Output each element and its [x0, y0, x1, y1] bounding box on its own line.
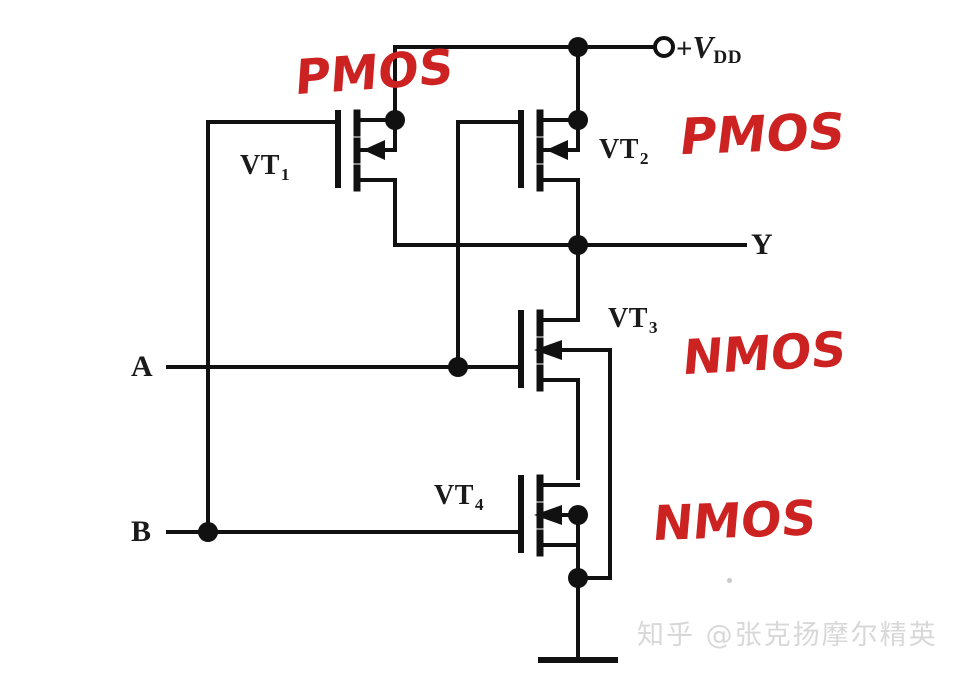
- junction-vt1-source: [385, 110, 405, 130]
- device-label-vt4: VT4: [434, 480, 485, 514]
- annot-nmos-vt3: NMOS: [680, 321, 849, 387]
- device-label-vt2: VT2: [599, 134, 650, 168]
- vt1-pmos-arrow: [363, 140, 385, 160]
- junction-output-y: [568, 235, 588, 255]
- vdd-terminal-circle: [653, 36, 675, 58]
- junction-input-a: [448, 357, 468, 377]
- watermark-dot: [727, 578, 732, 583]
- output-label-y: Y: [751, 228, 773, 261]
- junction-vt2-source: [568, 110, 588, 130]
- junction-ground: [568, 568, 588, 588]
- junction-vt4-bulk: [568, 505, 588, 525]
- annot-pmos-vt2: PMOS: [676, 102, 849, 167]
- junction-input-b: [198, 522, 218, 542]
- supply-label: +VDD: [676, 30, 743, 68]
- annot-pmos-vt1: PMOS: [293, 38, 456, 107]
- vt3-nmos-arrow: [534, 340, 562, 360]
- device-label-vt3: VT3: [608, 303, 659, 337]
- annot-nmos-vt4: NMOS: [650, 490, 819, 553]
- device-label-vt1: VT1: [240, 150, 291, 184]
- vt4-nmos-arrow: [534, 505, 562, 525]
- junction-vdd-rail: [568, 37, 588, 57]
- input-label-a: A: [131, 350, 153, 383]
- vt2-pmos-arrow: [546, 140, 568, 160]
- watermark-text: 知乎 @张克扬摩尔精英: [637, 620, 938, 651]
- input-label-b: B: [131, 515, 152, 548]
